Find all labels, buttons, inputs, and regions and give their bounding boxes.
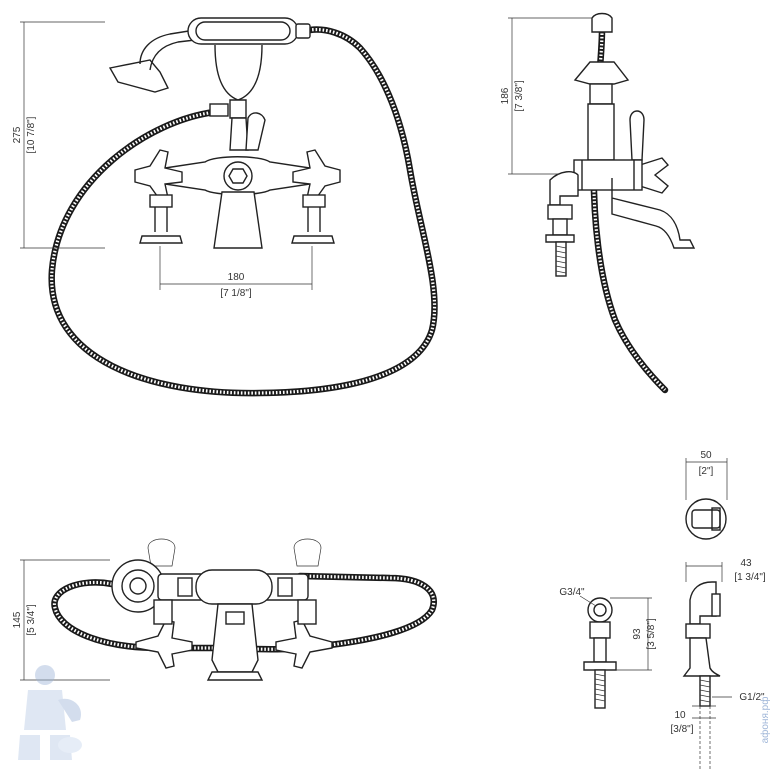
mixer-body bbox=[164, 156, 311, 249]
dim-front-height-mm: 275 bbox=[12, 126, 23, 143]
dim-side-height-mm: 186 bbox=[500, 87, 511, 104]
dim-handle-spacing-mm: 180 bbox=[228, 272, 245, 283]
dim-front-height: 275 [10 7/8"] bbox=[12, 21, 105, 249]
handshower bbox=[108, 17, 311, 93]
leg-side-view: 43 [1 3/4"] G1/2" 10 [3/8"] bbox=[670, 558, 766, 770]
left-handle bbox=[134, 149, 183, 244]
dim-side-height: 186 [7 3/8"] bbox=[500, 17, 592, 175]
dim-leg-height-mm: 93 bbox=[632, 628, 643, 640]
plumber-mascot-logo bbox=[18, 665, 82, 760]
thread-top-label: G3/4" bbox=[559, 587, 585, 598]
dim-top-depth-inch: [5 3/4"] bbox=[26, 604, 37, 636]
dim-leg-depth-inch: [1 3/4"] bbox=[734, 572, 766, 583]
dim-leg-height-inch: [3 5/8"] bbox=[646, 618, 657, 650]
right-handle bbox=[291, 149, 341, 244]
top-hose bbox=[51, 572, 437, 653]
dim-leg-width-mm: 50 bbox=[700, 450, 712, 461]
thread-bottom-label: G1/2" bbox=[739, 692, 765, 703]
dim-top-depth: 145 [5 3/4"] bbox=[12, 559, 110, 681]
dim-handle-spacing-inch: [7 1/8"] bbox=[220, 288, 252, 299]
diverter-lever bbox=[245, 112, 266, 151]
leg-top-view: 50 [2"] bbox=[685, 450, 728, 540]
dim-leg-width-inch: [2"] bbox=[699, 466, 714, 477]
front-view: 275 [10 7/8"] 180 [7 1/8"] bbox=[12, 17, 438, 397]
dim-thread-length-mm: 10 bbox=[674, 710, 686, 721]
leg-front-view: G3/4" 93 [3 5/8"] bbox=[559, 587, 657, 709]
front-hose bbox=[48, 26, 438, 397]
dim-leg-depth-mm: 43 bbox=[740, 558, 752, 569]
dim-handle-spacing: 180 [7 1/8"] bbox=[159, 246, 313, 299]
leg-detail: 50 [2"] G3/4" 93 [3 5/8"] bbox=[559, 450, 766, 770]
watermark-text: афоня.рф bbox=[759, 697, 771, 744]
side-lever bbox=[629, 110, 645, 161]
side-view: 186 [7 3/8"] bbox=[500, 12, 696, 394]
dim-top-depth-mm: 145 bbox=[12, 611, 23, 628]
top-view: 145 [5 3/4"] bbox=[12, 538, 437, 681]
cradle bbox=[209, 44, 263, 151]
dim-front-height-inch: [10 7/8"] bbox=[26, 116, 37, 153]
dim-side-height-inch: [7 3/8"] bbox=[514, 80, 525, 112]
dim-thread-length-inch: [3/8"] bbox=[670, 724, 693, 735]
